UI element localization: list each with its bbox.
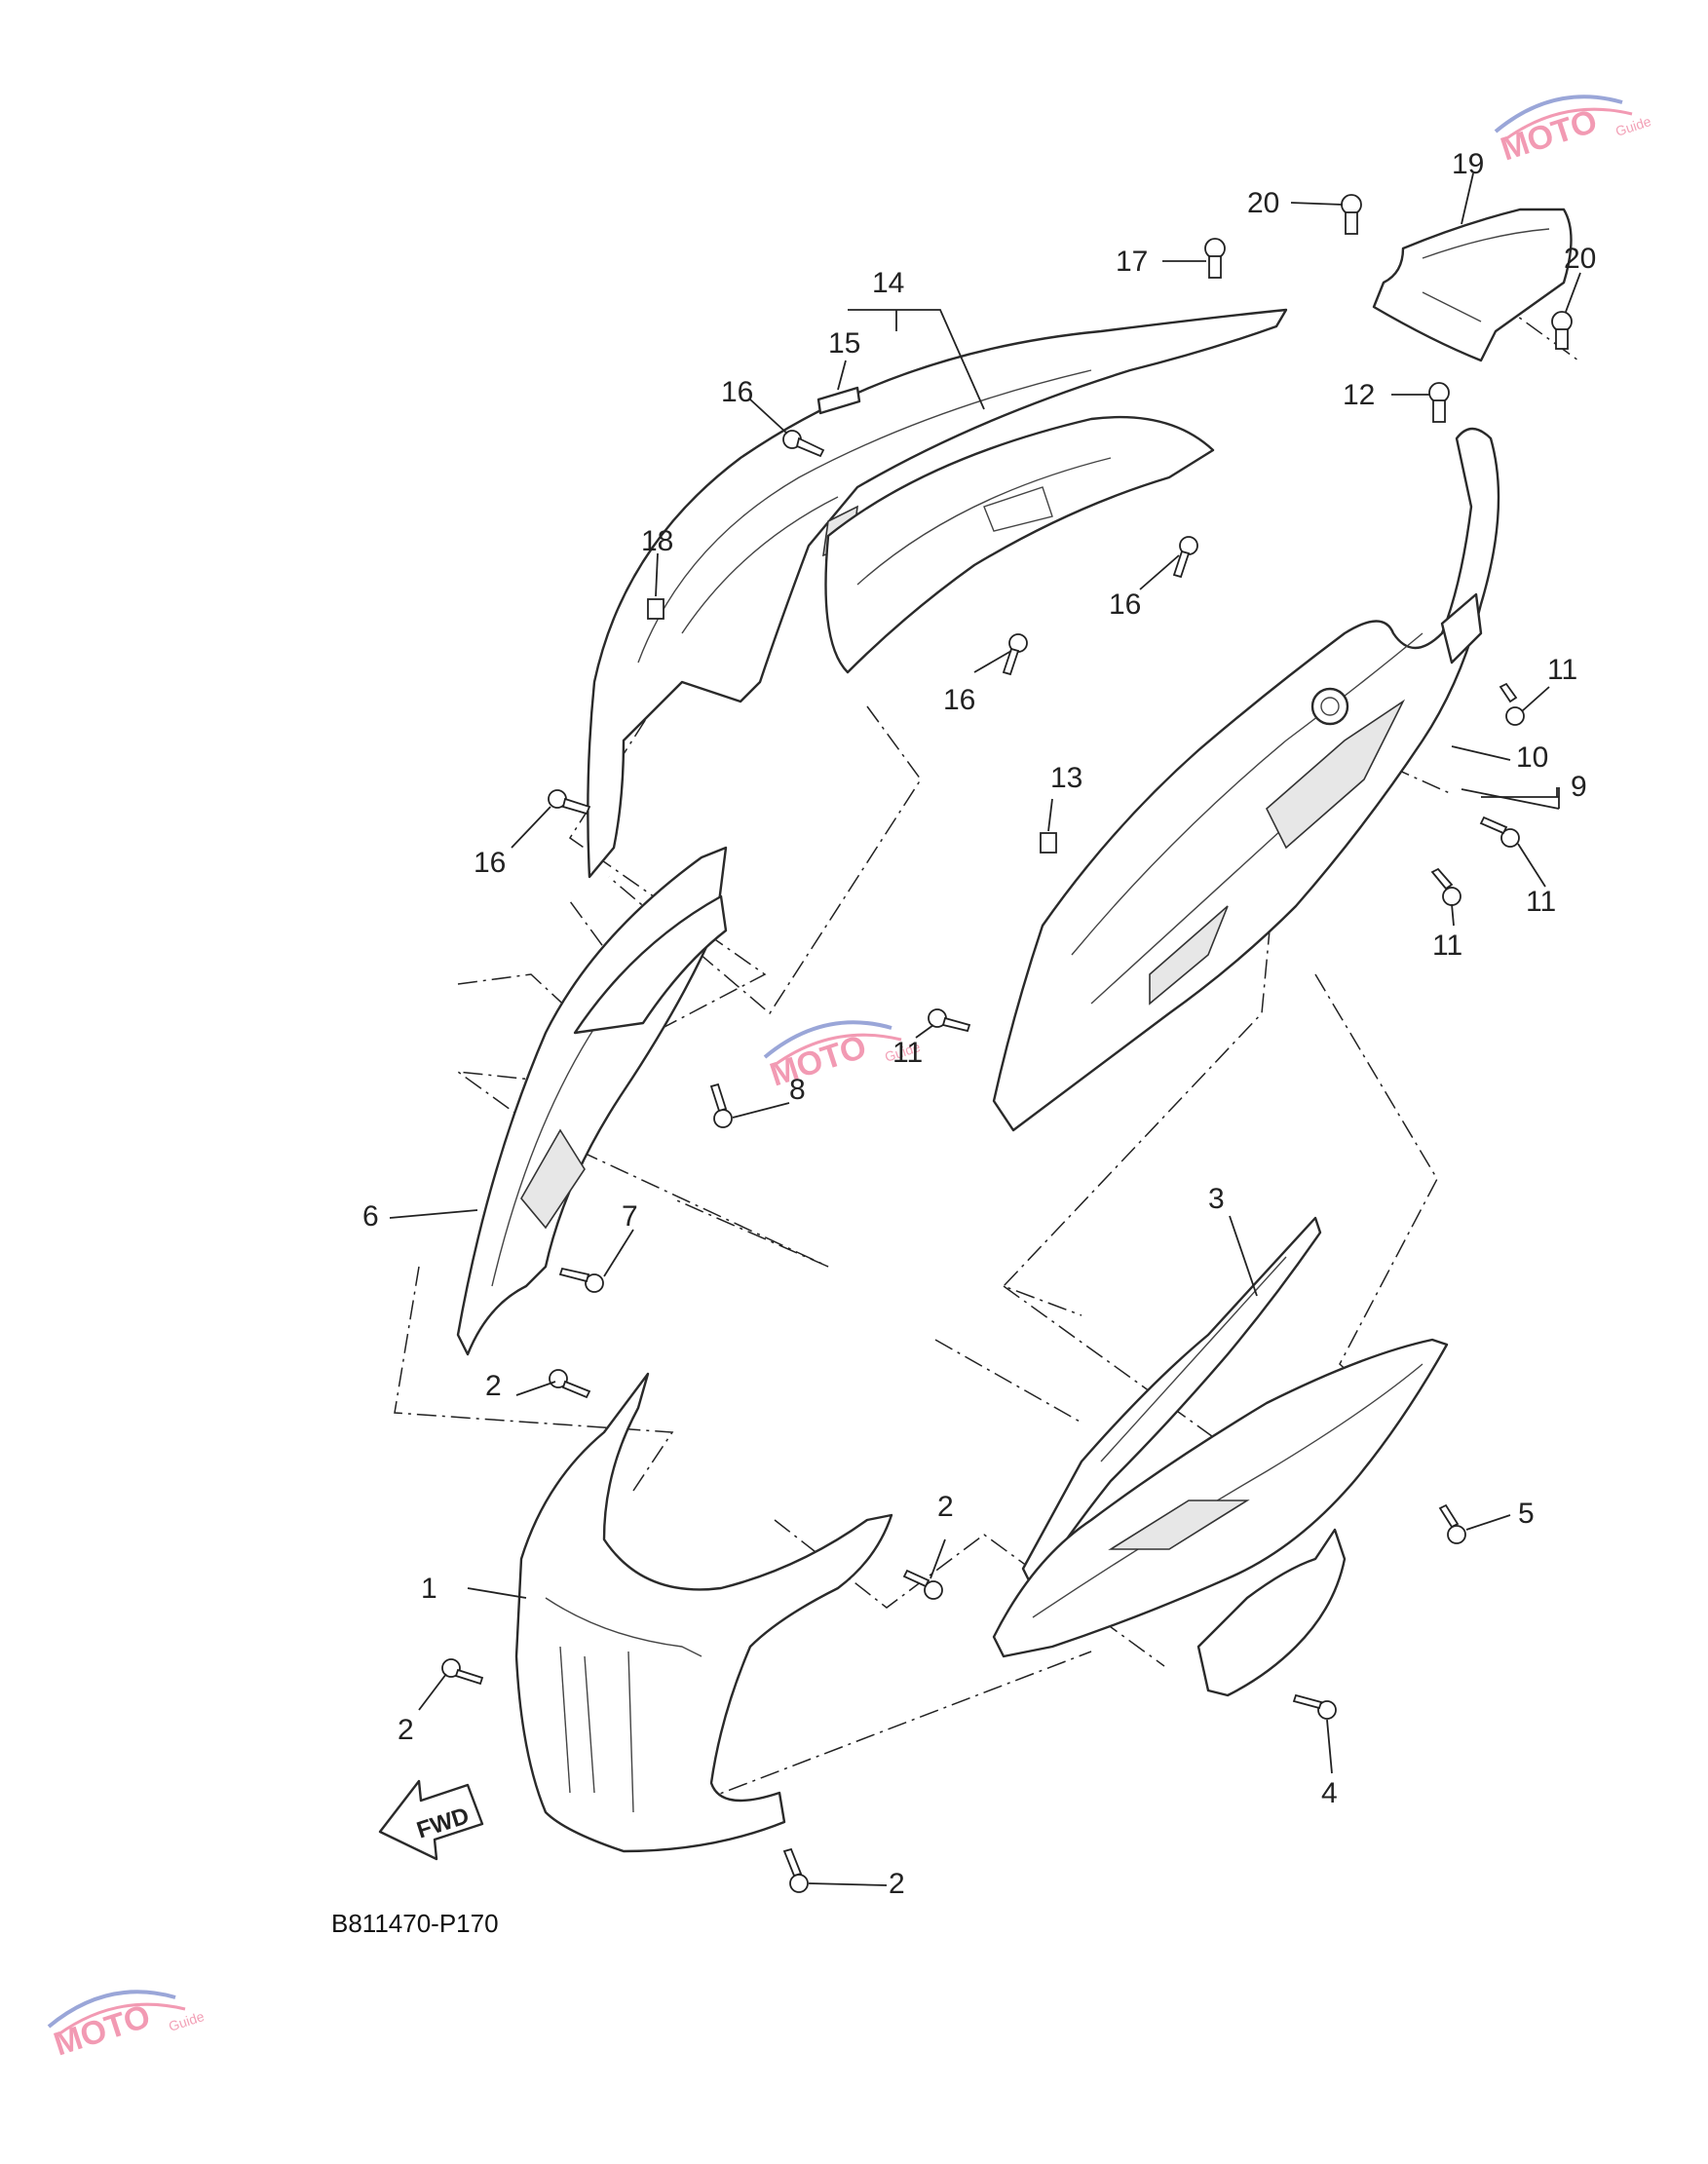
callout-7: 7: [622, 1200, 638, 1233]
drawing-code: B811470-P170: [331, 1909, 499, 1938]
part-6-front-cover: [456, 846, 728, 1356]
callout-18: 18: [641, 525, 673, 557]
svg-text:Guide: Guide: [167, 2008, 207, 2034]
svg-text:MOTO: MOTO: [1497, 102, 1602, 168]
callout-16: 16: [943, 684, 975, 716]
callout-16: 16: [721, 376, 753, 408]
svg-text:MOTO: MOTO: [766, 1028, 871, 1093]
callout-8: 8: [789, 1074, 806, 1106]
callout-17: 17: [1116, 246, 1148, 278]
callout-2: 2: [937, 1491, 954, 1523]
fastener-screws: [441, 194, 1573, 1893]
inner-rear-panel: [824, 415, 1215, 674]
part-9-side-cover: [992, 427, 1500, 1132]
callout-10: 10: [1516, 741, 1548, 774]
part-19-cowl: [1372, 208, 1573, 362]
part-3-molding: [1021, 1216, 1322, 1590]
watermark-logo-top: MOTO Guide: [1494, 95, 1653, 169]
callout-11: 11: [1526, 886, 1556, 918]
callout-11: 11: [892, 1037, 923, 1069]
callout-5: 5: [1518, 1498, 1535, 1530]
svg-text:Guide: Guide: [1613, 113, 1653, 139]
lower-bracket: [1196, 1528, 1347, 1697]
callout-2: 2: [398, 1714, 414, 1746]
part-15-label: [816, 386, 861, 415]
svg-text:MOTO: MOTO: [50, 1997, 155, 2063]
callout-12: 12: [1343, 379, 1375, 411]
callout-6: 6: [362, 1200, 379, 1233]
fwd-arrow: FWD: [378, 1779, 484, 1861]
callout-16: 16: [474, 847, 506, 879]
callout-2: 2: [485, 1370, 502, 1402]
callout-4: 4: [1321, 1777, 1338, 1809]
callout-19: 19: [1452, 148, 1484, 180]
callout-11: 11: [1547, 654, 1577, 686]
callout-9: 9: [1571, 771, 1587, 803]
callout-leaders: [389, 172, 1581, 1886]
callout-20: 20: [1247, 187, 1279, 219]
callout-1: 1: [421, 1573, 437, 1605]
callout-14: 14: [872, 267, 904, 299]
watermark-logo-bottom: MOTO Guide: [47, 1990, 207, 2064]
callout-15: 15: [828, 327, 860, 360]
callout-11: 11: [1432, 930, 1462, 962]
callout-3: 3: [1208, 1183, 1225, 1215]
callout-20: 20: [1564, 243, 1596, 275]
callout-2: 2: [889, 1868, 905, 1900]
callout-labels: 1 2 2 2 2 3 4 5 6 7 8 9 10 11 11 11 11 1…: [362, 148, 1596, 1900]
callout-13: 13: [1050, 762, 1082, 794]
callout-16: 16: [1109, 588, 1141, 621]
part-1-leg-shield: [514, 1372, 893, 1853]
lower-right-cover: [992, 1338, 1449, 1658]
